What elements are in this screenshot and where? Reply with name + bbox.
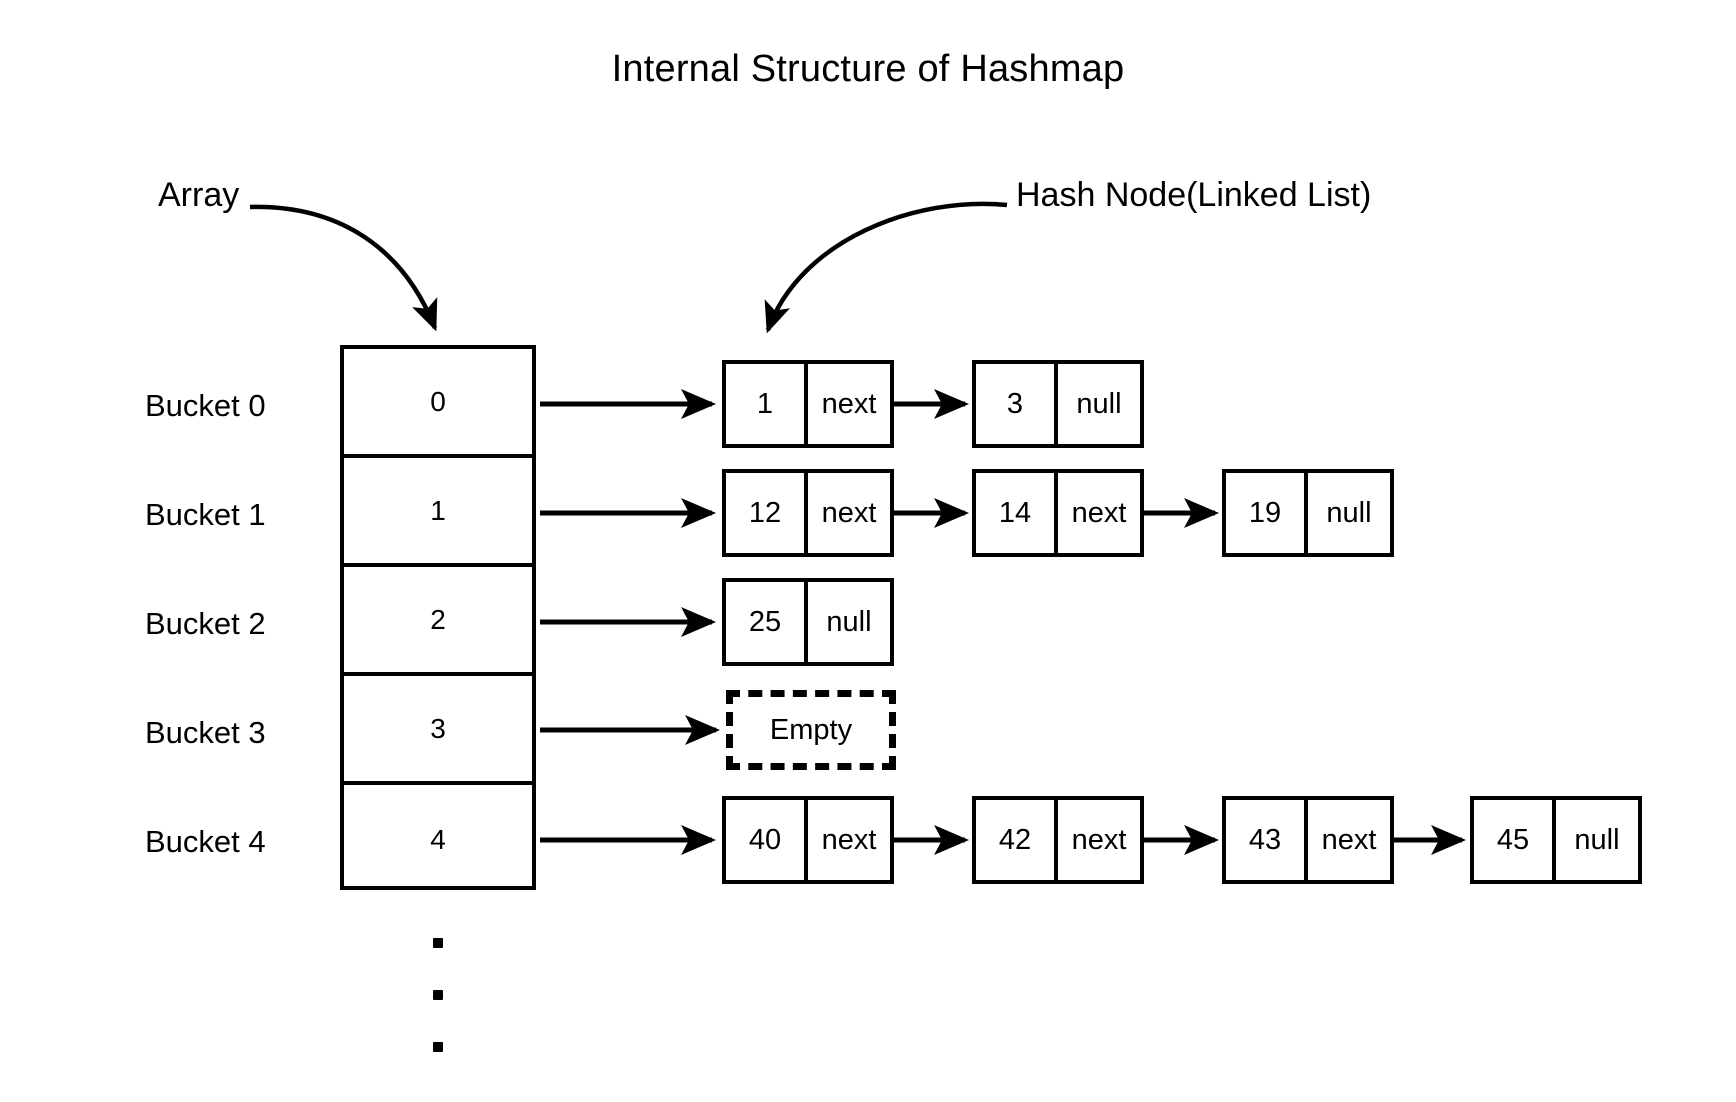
bucket-label-2: Bucket 2	[145, 606, 266, 641]
array-callout-label: Array	[158, 176, 240, 214]
empty-bucket-placeholder[interactable]: Empty	[726, 690, 896, 770]
node-bucket0-1[interactable]: 3 null	[972, 360, 1144, 448]
node-bucket4-2[interactable]: 43 next	[1222, 796, 1394, 884]
array-cell-1[interactable]: 1	[344, 458, 532, 567]
node-bucket1-0-pointer: next	[821, 496, 877, 529]
array-container: 0 1 2 3 4	[340, 345, 536, 890]
array-ellipsis-dot-1	[433, 938, 443, 948]
array-cell-4-value: 4	[430, 823, 446, 855]
array-callout-arrow	[249, 204, 438, 332]
node-bucket0-0-pointer: next	[821, 387, 877, 420]
array-cell-3-value: 3	[430, 712, 446, 744]
node-bucket4-0[interactable]: 40 next	[722, 796, 894, 884]
hash-node-callout-label: Hash Node(Linked List)	[1016, 176, 1372, 214]
node-bucket2-0[interactable]: 25 null	[722, 578, 894, 666]
node-bucket0-0-value: 1	[726, 364, 808, 444]
array-ellipsis-dot-3	[433, 1042, 443, 1052]
node-bucket4-3[interactable]: 45 null	[1470, 796, 1642, 884]
node-bucket1-1-pointer: next	[1071, 496, 1127, 529]
node-bucket1-2[interactable]: 19 null	[1222, 469, 1394, 557]
node-bucket4-3-pointer: null	[1574, 823, 1620, 856]
node-bucket1-1[interactable]: 14 next	[972, 469, 1144, 557]
node-bucket4-0-value: 40	[726, 800, 808, 880]
array-ellipsis-dot-2	[433, 990, 443, 1000]
bucket-label-4: Bucket 4	[145, 824, 266, 859]
bucket-label-0: Bucket 0	[145, 388, 266, 423]
node-bucket0-0[interactable]: 1 next	[722, 360, 894, 448]
node-bucket1-2-pointer: null	[1326, 496, 1372, 529]
node-bucket1-0[interactable]: 12 next	[722, 469, 894, 557]
bucket-label-1: Bucket 1	[145, 497, 266, 532]
node-bucket0-1-value: 3	[976, 364, 1058, 444]
array-cell-2-value: 2	[430, 603, 446, 635]
node-bucket4-1-value: 42	[976, 800, 1058, 880]
node-bucket1-0-value: 12	[726, 473, 808, 553]
array-cell-3[interactable]: 3	[344, 676, 532, 785]
array-cell-1-value: 1	[430, 494, 446, 526]
node-bucket4-1-pointer: next	[1071, 823, 1127, 856]
node-bucket4-2-value: 43	[1226, 800, 1308, 880]
node-bucket1-2-value: 19	[1226, 473, 1308, 553]
empty-bucket-label: Empty	[769, 713, 853, 746]
node-bucket0-1-pointer: null	[1076, 387, 1122, 420]
node-bucket4-2-pointer: next	[1321, 823, 1377, 856]
node-bucket1-1-value: 14	[976, 473, 1058, 553]
bucket-label-3: Bucket 3	[145, 715, 266, 750]
array-cell-0-value: 0	[430, 385, 446, 417]
hash-node-callout-arrow	[764, 201, 1008, 334]
node-bucket2-0-pointer: null	[826, 605, 872, 638]
array-cell-4[interactable]: 4	[344, 785, 532, 894]
node-bucket4-1[interactable]: 42 next	[972, 796, 1144, 884]
node-bucket2-0-value: 25	[726, 582, 808, 662]
node-bucket4-0-pointer: next	[821, 823, 877, 856]
array-cell-2[interactable]: 2	[344, 567, 532, 676]
diagram-title: Internal Structure of Hashmap	[611, 48, 1125, 90]
node-bucket4-3-value: 45	[1474, 800, 1556, 880]
array-cell-0[interactable]: 0	[344, 349, 532, 458]
